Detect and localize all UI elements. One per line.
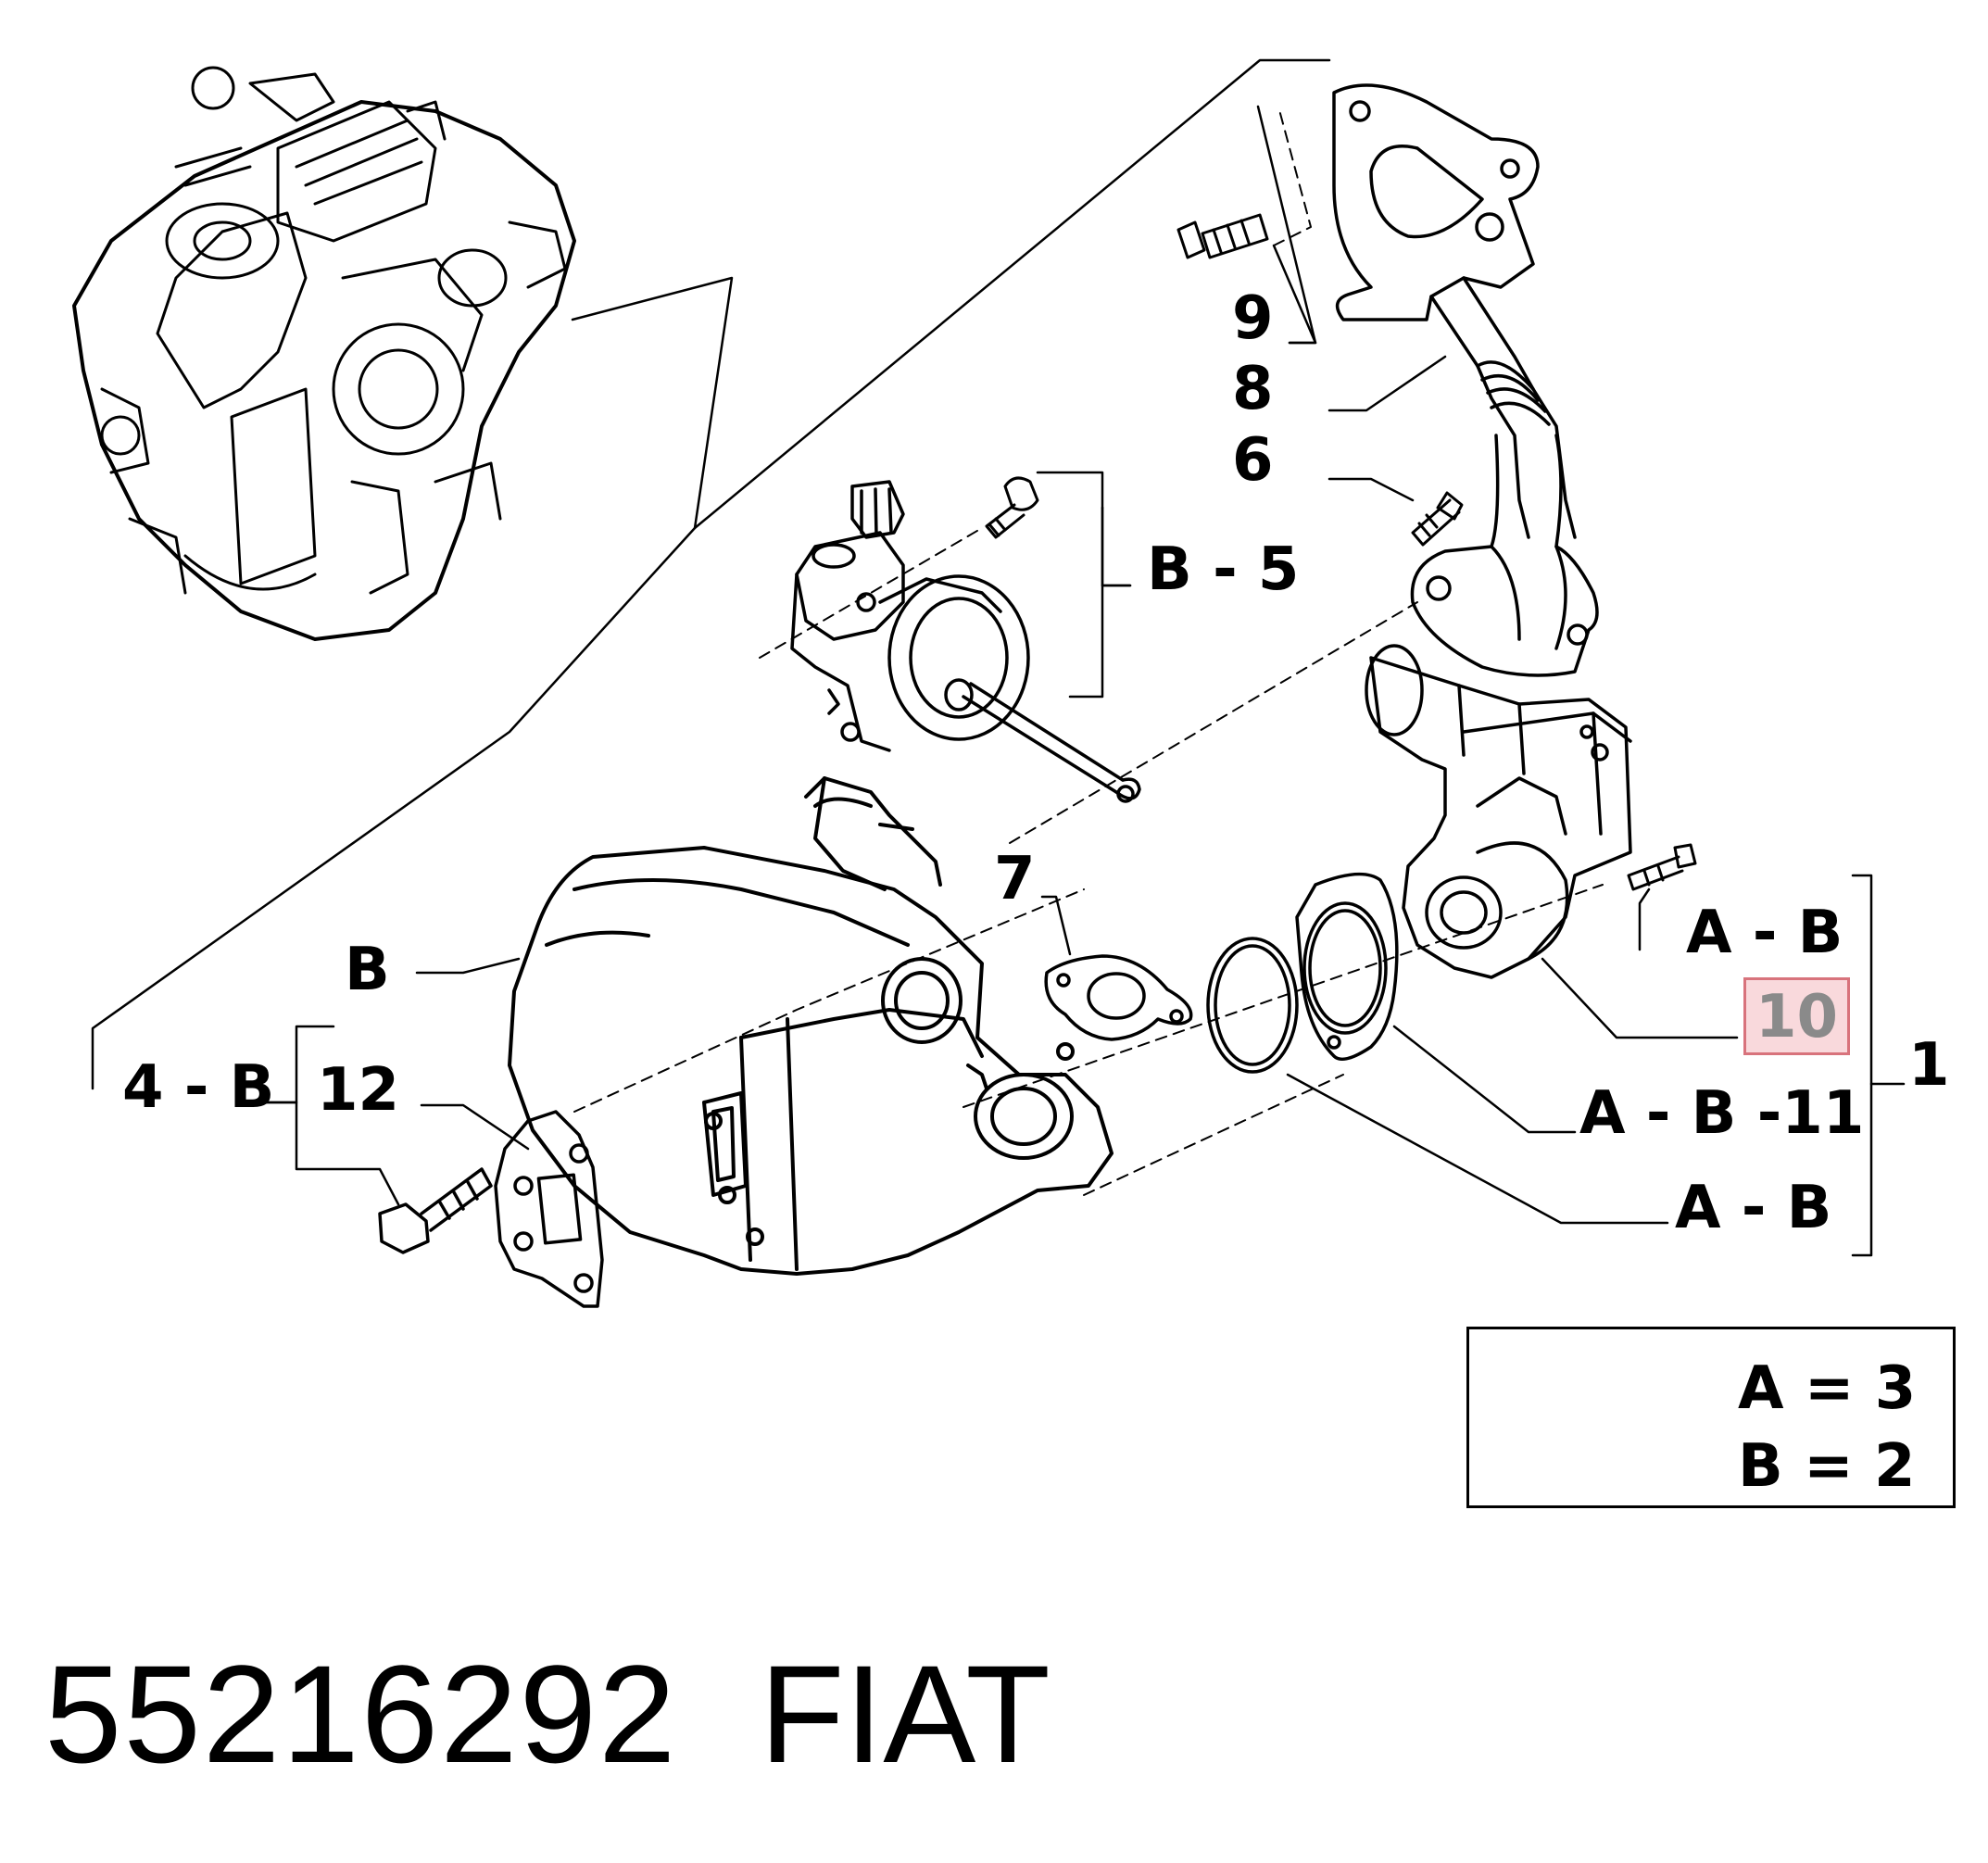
part-1-egr-valve: [1365, 644, 1632, 979]
part-ab-oring: [1206, 937, 1299, 1074]
engine-overview-drawing: [72, 66, 576, 641]
callout-6: 6: [1232, 426, 1274, 495]
callout-9: 9: [1232, 284, 1274, 353]
part-b5-screw: [985, 476, 1039, 539]
callout-1: 1: [1908, 1031, 1950, 1100]
callout-ab-11: A - B -11: [1579, 1079, 1865, 1148]
part-b-egr-cooler: [508, 776, 1114, 1276]
part-8-pipe: [1332, 83, 1577, 539]
brand-name: FIAT: [760, 1636, 1051, 1792]
callout-12: 12: [317, 1056, 400, 1125]
legend-line-b: B = 2: [1738, 1432, 1916, 1501]
part-number: 55216292: [44, 1636, 678, 1792]
quantity-legend-box: A = 3 B = 2: [1466, 1327, 1956, 1508]
part-6-bolt: [1411, 491, 1464, 547]
zoom-projection-lines: [91, 58, 1331, 1090]
part-12-gasket: [494, 1110, 604, 1308]
dashed-alignment-lines: [573, 106, 1604, 1196]
part-7-gasket: [1044, 954, 1193, 1041]
part-8-lower-elbow: [1410, 434, 1599, 677]
part-4b-bolt: [378, 1167, 493, 1254]
callout-b: B: [345, 936, 390, 1004]
legend-line-a: A = 3: [1738, 1354, 1917, 1423]
callout-ab-bottom: A - B: [1675, 1174, 1832, 1242]
callout-7: 7: [994, 845, 1036, 913]
callout-8: 8: [1232, 355, 1274, 423]
leader-lines: [262, 105, 1906, 1257]
part-b5-actuator: [790, 480, 1141, 803]
callout-4b: 4 - B: [122, 1053, 275, 1122]
callout-ab-top: A - B: [1686, 899, 1843, 967]
part-ab11-gasket: [1295, 872, 1399, 1062]
part-9-bolt: [1176, 213, 1269, 259]
callout-10-highlighted: 10: [1743, 977, 1851, 1055]
callout-b5: B - 5: [1147, 535, 1300, 604]
part-ab-bolt: [1627, 843, 1697, 891]
